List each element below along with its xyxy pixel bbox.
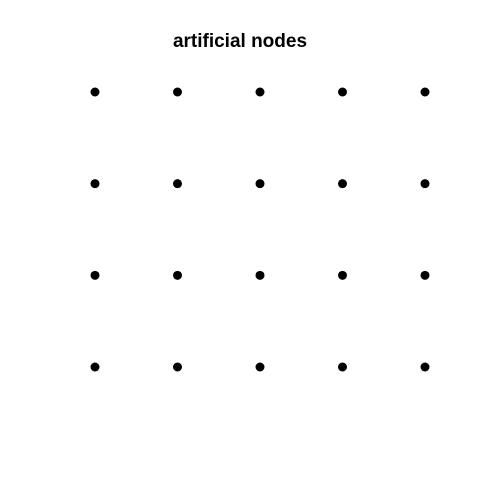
node-point <box>255 362 265 372</box>
node-point <box>90 87 100 97</box>
node-point <box>255 87 265 97</box>
node-point <box>90 270 100 280</box>
node-point <box>338 362 347 372</box>
node-point <box>420 362 430 372</box>
node-point <box>420 270 430 280</box>
node-point <box>338 179 347 189</box>
node-point <box>90 179 100 189</box>
node-point <box>255 270 265 280</box>
node-point <box>173 270 182 280</box>
node-point <box>338 87 347 97</box>
node-point <box>420 87 430 97</box>
node-point <box>173 362 182 372</box>
node-point <box>90 362 100 372</box>
node-point <box>420 179 430 189</box>
node-point <box>255 179 265 189</box>
chart-title: artificial nodes <box>172 31 308 52</box>
node-point <box>173 179 182 189</box>
node-point <box>173 87 182 97</box>
node-point <box>338 270 347 280</box>
